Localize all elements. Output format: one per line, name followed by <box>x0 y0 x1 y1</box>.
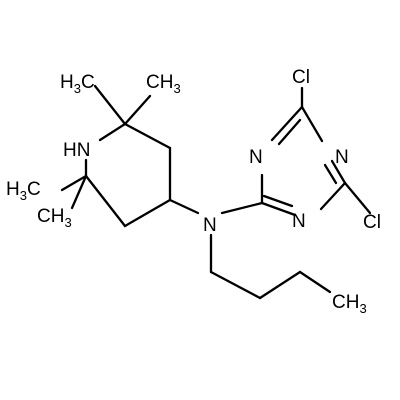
bond-c3pip-c2pip <box>123 122 172 150</box>
methyl-c-label: H3C <box>6 179 41 203</box>
butyl-chain <box>209 233 332 300</box>
bond-c4-cl <box>343 181 372 215</box>
methyl-b-label: CH3 <box>146 72 181 96</box>
bond-c4-nright <box>319 181 347 211</box>
nh-n: N <box>77 140 91 161</box>
bond-c2-c3 <box>258 270 302 300</box>
piperidine-ring <box>84 122 172 228</box>
bond-nright-c6-inner <box>262 194 294 208</box>
bond-nleft-c2-inner <box>277 118 302 146</box>
bond-c2pip-n <box>98 122 127 142</box>
bond-c6pip-c5pip <box>84 174 127 228</box>
bond-c3-c4 <box>298 270 332 294</box>
methyl-a-label: H3C <box>60 72 95 96</box>
bond-c2-ntop <box>300 105 324 143</box>
n-ring-right-label: N <box>335 147 349 168</box>
cl-right-label: Cl <box>363 212 381 233</box>
methyl-e-label: CH3 <box>332 292 367 316</box>
n-amine-label: N <box>203 215 217 236</box>
n-ring-bottom-label: N <box>292 211 306 232</box>
bond-c5pip-c4pip <box>123 198 172 228</box>
methyl-d-label: CH3 <box>37 206 72 230</box>
bond-c2pip-me-b <box>123 94 152 126</box>
cl-top-label: Cl <box>292 67 310 88</box>
nh-label: HN <box>63 140 90 161</box>
nh-h: H <box>63 140 77 161</box>
n-ring-top-label: N <box>249 147 263 168</box>
bond-nleft-c2 <box>270 105 304 142</box>
bond-ntop-c4-inner <box>323 163 338 185</box>
bond-ntop-c4 <box>330 159 347 185</box>
bond-nright-c6 <box>260 201 297 217</box>
triazine-ring <box>260 105 347 217</box>
bond-c6pip-me-c <box>60 174 88 192</box>
bond-c1-c2 <box>209 270 262 300</box>
bond-c2pip-me-a <box>93 84 127 126</box>
bond-c6-namine <box>220 201 264 215</box>
bond-c6pip-me-d <box>70 174 88 210</box>
bond-namine-c4pip <box>168 198 200 215</box>
